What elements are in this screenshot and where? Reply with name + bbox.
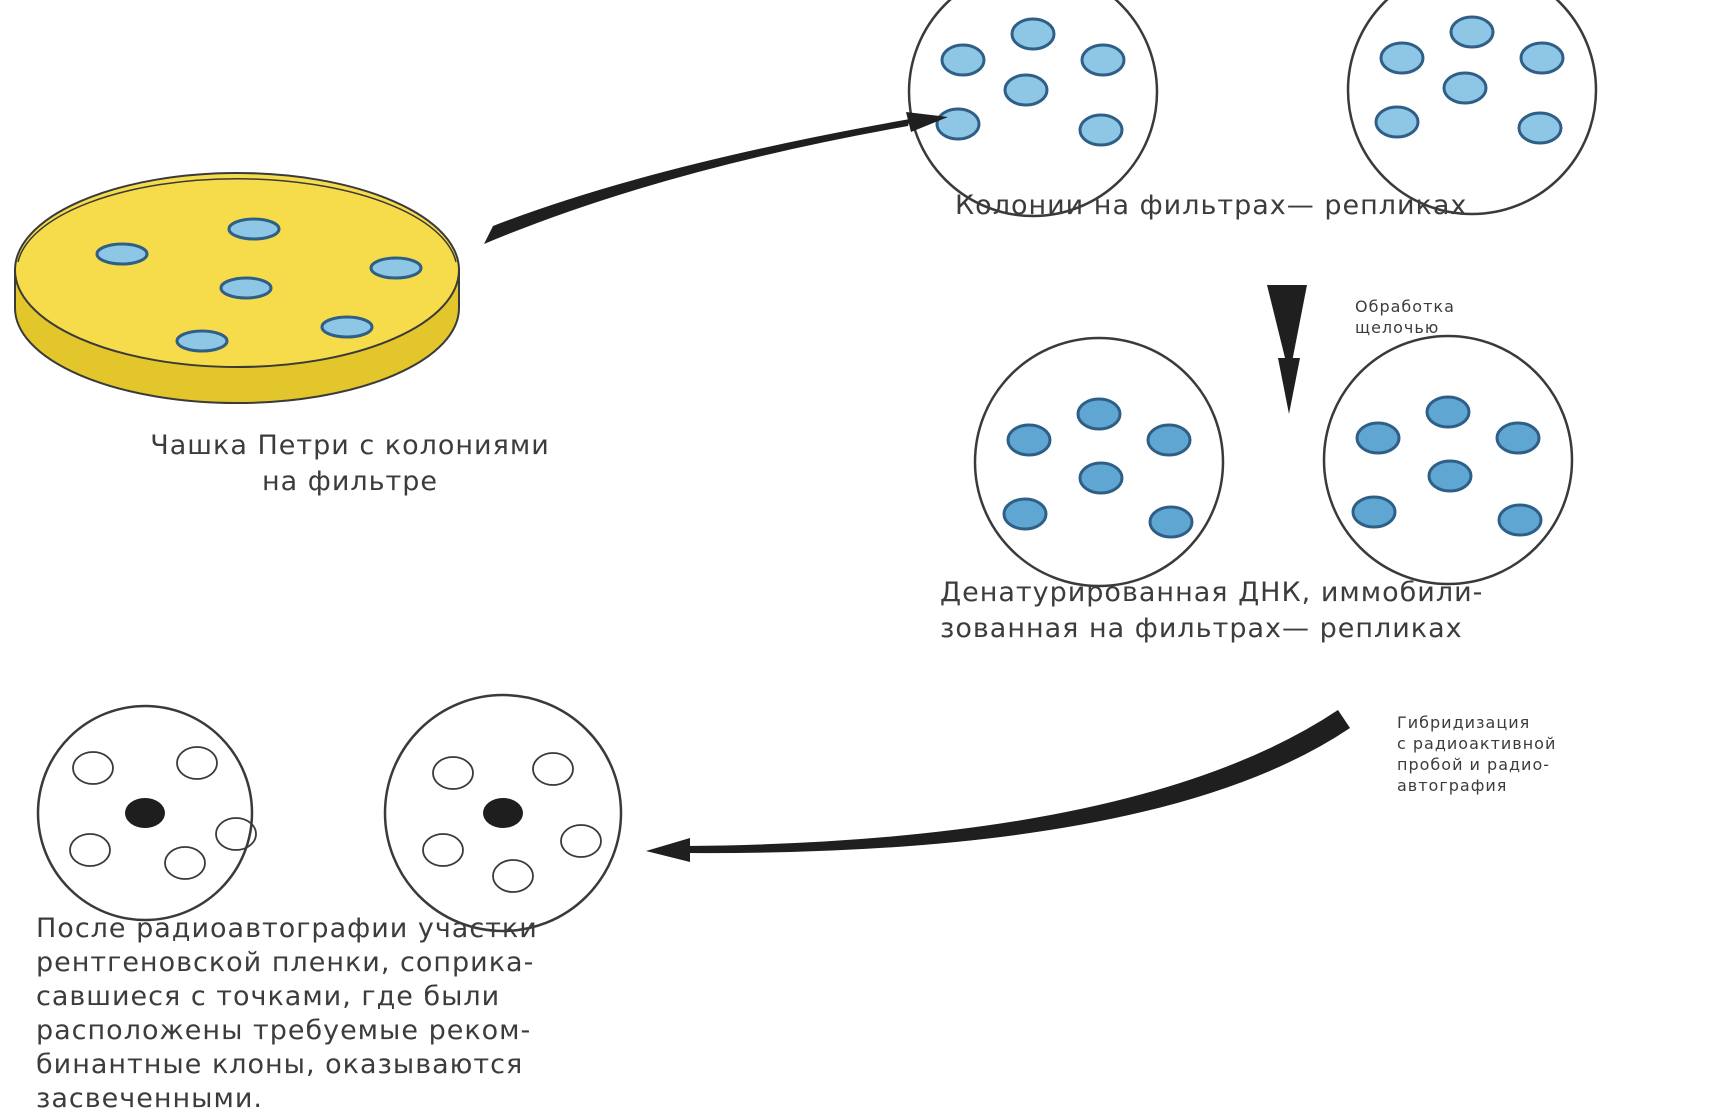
filter-colony <box>1012 19 1054 49</box>
filter-colony <box>1519 113 1561 143</box>
replica-colonies-caption: Колонии на фильтрах— репликах <box>955 188 1675 224</box>
denatured-dna-caption: Денатурированная ДНК, иммобили- зованная… <box>940 575 1700 647</box>
replica-filter-1 <box>909 0 1157 216</box>
filter-colony <box>1008 425 1050 455</box>
arrow-to-films-head <box>646 838 690 862</box>
petri-colony <box>97 244 147 264</box>
petri-colony <box>229 219 279 239</box>
filter-colony <box>1499 505 1541 535</box>
filter-colony <box>1150 507 1192 537</box>
filter-colony <box>1427 397 1469 427</box>
arrow-down-head <box>1278 358 1300 414</box>
exposed-spot <box>125 798 165 828</box>
filter-colony <box>937 109 979 139</box>
petri-colony <box>322 317 372 337</box>
filter-colony <box>1444 73 1486 103</box>
arrow-down-shaft <box>1267 285 1307 362</box>
filter-colony <box>1357 423 1399 453</box>
filter-colony <box>1429 461 1471 491</box>
hybridization-caption: Гибридизация с радиоактивной пробой и ра… <box>1397 712 1697 796</box>
filter-colony <box>1497 423 1539 453</box>
filter-colony <box>1080 115 1122 145</box>
filter-colony <box>942 45 984 75</box>
petri-colony <box>177 331 227 351</box>
petri-dish-caption: Чашка Петри с колониями на фильтре <box>30 428 670 500</box>
filter-colony <box>1078 399 1120 429</box>
denatured-filter-1 <box>975 338 1223 586</box>
filter-colony <box>1005 75 1047 105</box>
denatured-filter-2 <box>1324 336 1572 584</box>
petri-colony <box>221 278 271 298</box>
filter-colony <box>1381 43 1423 73</box>
filter-colony <box>1451 17 1493 47</box>
filter-colony <box>1376 107 1418 137</box>
petri-dish-icon <box>15 173 459 403</box>
arrow-to-films <box>686 710 1350 853</box>
replica-filter-2 <box>1348 0 1596 214</box>
filter-colony <box>1004 499 1046 529</box>
autoradiograph-film-2 <box>385 695 621 931</box>
autoradiograph-film-1 <box>38 706 256 920</box>
filter-colony <box>1148 425 1190 455</box>
filter-colony <box>1082 45 1124 75</box>
petri-colony <box>371 258 421 278</box>
filter-colony <box>1521 43 1563 73</box>
exposed-spot <box>483 798 523 828</box>
arrow-to-replicas <box>484 119 910 244</box>
filter-colony <box>1353 497 1395 527</box>
autoradiography-result-caption: После радиоавтографии участки рентгеновс… <box>36 912 796 1116</box>
filter-colony <box>1080 463 1122 493</box>
alkali-treatment-caption: Обработка щелочью <box>1355 296 1555 338</box>
